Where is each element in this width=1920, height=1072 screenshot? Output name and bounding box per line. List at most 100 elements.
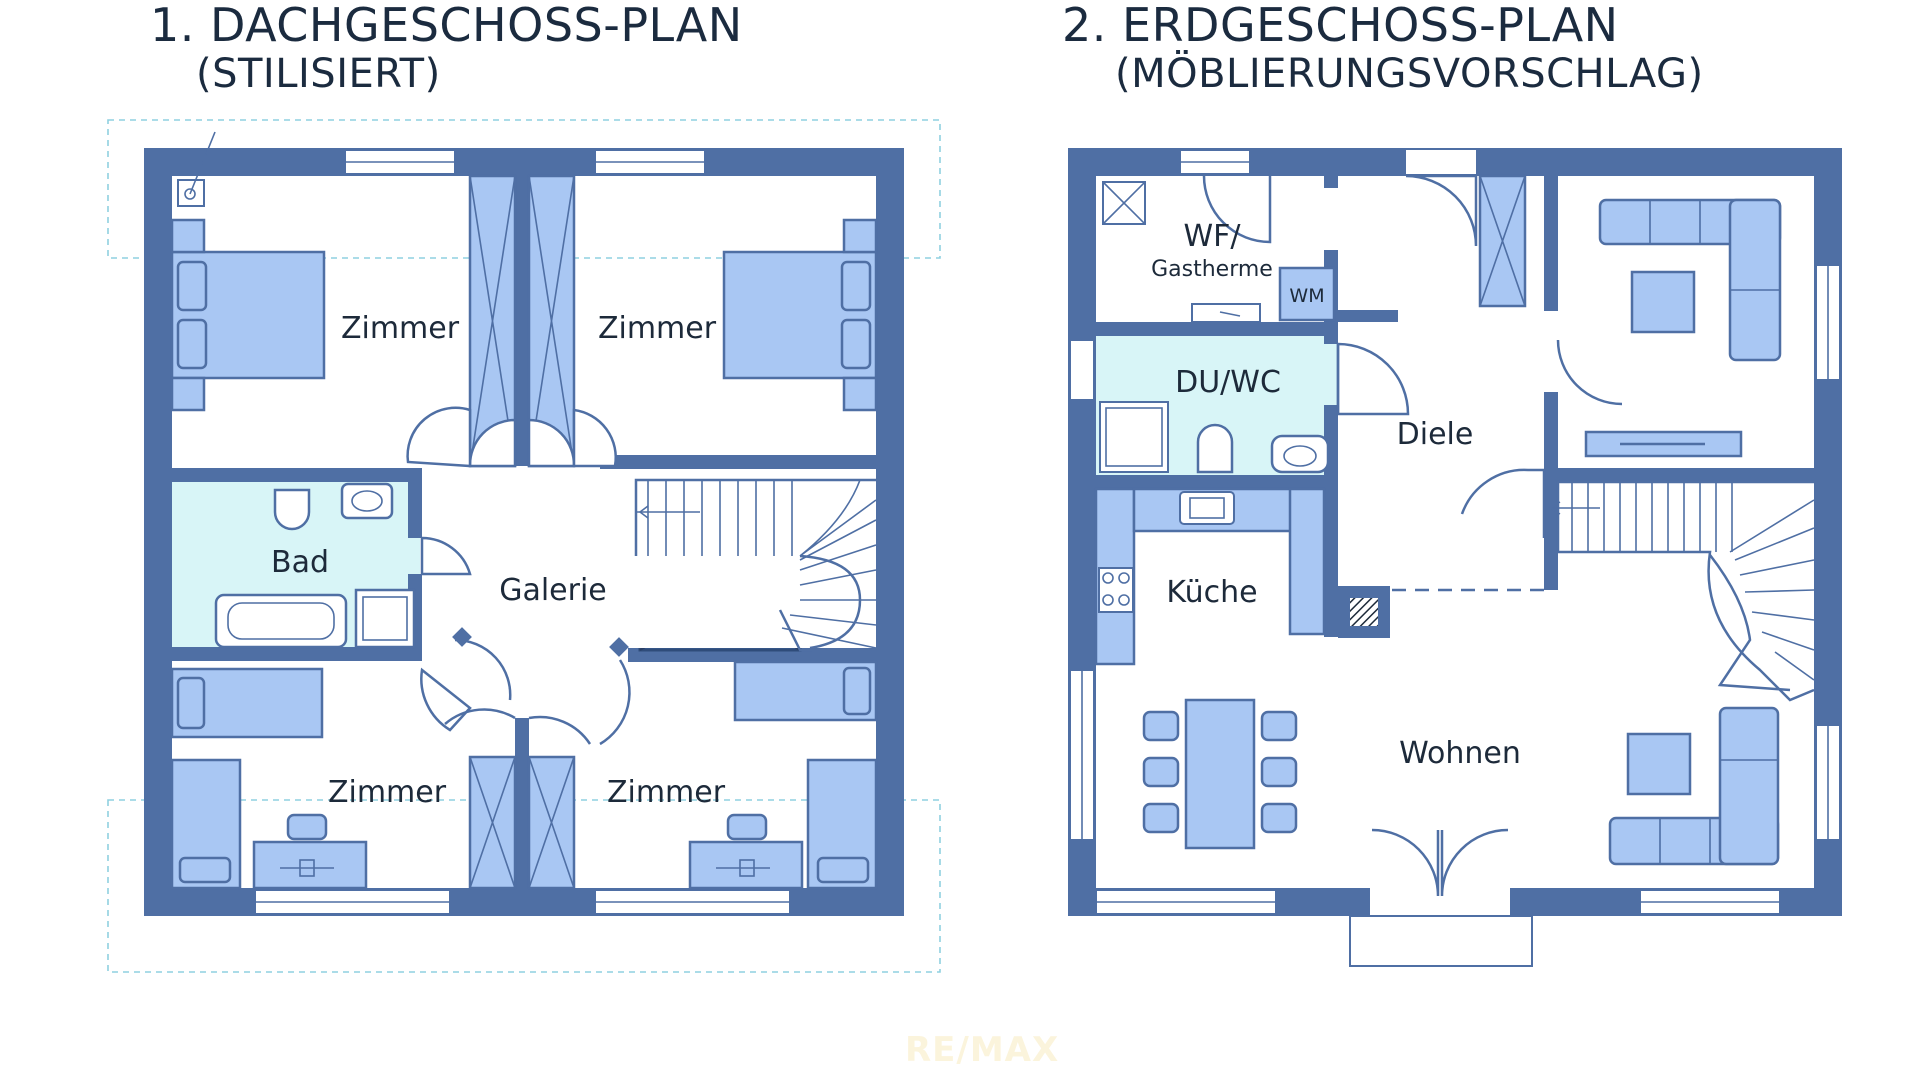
pillow — [176, 318, 208, 370]
staircase — [1548, 480, 1815, 702]
wall — [144, 148, 904, 176]
plan2-title: 2. ERDGESCHOSS-PLAN — [1062, 0, 1619, 52]
nightstand — [170, 218, 206, 254]
burner — [1102, 594, 1114, 606]
coffee-table — [1630, 270, 1696, 334]
sofa-seams — [1649, 200, 1780, 291]
wall-corner — [609, 637, 629, 657]
wall — [1544, 468, 1814, 482]
wall — [600, 455, 876, 469]
wardrobe-cross — [469, 756, 516, 889]
room-label-zimmer: Zimmer — [341, 311, 460, 346]
pillow — [842, 666, 872, 716]
wall — [515, 718, 529, 888]
door-swing — [1336, 342, 1410, 416]
nightstand — [842, 218, 878, 254]
wall — [408, 468, 422, 538]
watermark-logo: RE/MAX — [905, 1030, 1060, 1070]
pillow — [816, 856, 870, 884]
room-label-wohnen: Wohnen — [1399, 736, 1521, 771]
room-label-bad: Bad — [271, 545, 329, 580]
toilet — [1196, 423, 1234, 474]
room-label-gastherme: Gastherme — [1151, 257, 1273, 282]
wall — [1096, 475, 1338, 489]
wall — [1324, 176, 1338, 188]
chair — [1260, 802, 1298, 834]
terrace-door-gap — [1370, 830, 1510, 916]
wall-corner — [452, 627, 472, 647]
nightstand — [842, 376, 878, 412]
galerie-railing — [454, 638, 512, 701]
chair — [1142, 710, 1180, 742]
door-swing — [599, 659, 631, 746]
burner — [1102, 572, 1114, 584]
entry-gap — [1406, 150, 1476, 174]
wardrobe-cross — [528, 175, 575, 467]
wall — [515, 176, 529, 466]
sofa — [1718, 706, 1780, 866]
pointer-line — [189, 131, 216, 195]
door-swing — [420, 536, 472, 576]
wall — [1544, 392, 1558, 482]
chair — [726, 813, 768, 841]
nightstand — [170, 376, 206, 412]
room-label-kueche: Küche — [1166, 575, 1257, 610]
pillow — [176, 260, 208, 312]
wall — [1096, 322, 1338, 336]
terrace-door — [1371, 828, 1440, 897]
plan2-floorplan: WM WF/ Gastherme DU/WC Diele — [1068, 148, 1842, 967]
door-swing — [420, 667, 472, 732]
staircase — [634, 469, 877, 652]
room-label-diele: Diele — [1397, 417, 1474, 452]
kitchen-sink-basin — [1189, 497, 1225, 519]
door-swing — [1202, 175, 1272, 244]
shower-tray — [354, 588, 416, 649]
kitchen-sink — [1179, 491, 1235, 525]
wall — [1544, 176, 1558, 311]
bathtub-inner — [227, 602, 335, 640]
chimney — [1350, 598, 1378, 626]
chimney-flue — [184, 188, 196, 200]
door-swing — [1556, 339, 1623, 406]
entry-door — [1405, 174, 1478, 247]
terrace-step — [1349, 915, 1533, 967]
toilet — [273, 488, 311, 531]
shower-drain-cross — [1102, 181, 1146, 225]
wall — [172, 647, 422, 661]
door-swing — [528, 715, 592, 745]
burner — [1118, 594, 1130, 606]
chair — [286, 813, 328, 841]
washing-machine — [1278, 266, 1336, 322]
plan1-floorplan: Zimmer Zimmer Bad Galerie Zimmer Zimmer — [107, 119, 941, 973]
terrace-door — [1440, 828, 1509, 897]
sink-basin — [351, 490, 383, 512]
faucet — [1219, 311, 1241, 317]
sink — [1270, 434, 1330, 474]
wardrobe-cross — [469, 175, 516, 467]
sofa — [1728, 198, 1782, 362]
window — [1069, 339, 1095, 401]
sink — [340, 482, 394, 520]
pillow — [176, 676, 206, 730]
wardrobe-cross — [1479, 175, 1526, 307]
shower-inner — [1105, 407, 1163, 467]
room-label-zimmer: Zimmer — [598, 311, 717, 346]
desk — [252, 840, 368, 890]
door-swing — [406, 406, 472, 468]
room-label-duwc: DU/WC — [1175, 365, 1281, 400]
shower-inner — [362, 596, 408, 641]
wardrobe-cross — [528, 756, 575, 889]
wall — [1324, 487, 1338, 637]
pillow — [840, 318, 872, 370]
pillow — [840, 260, 872, 312]
wall — [876, 148, 904, 916]
chair — [1260, 756, 1298, 788]
burner — [1118, 572, 1130, 584]
sofa-seams — [1659, 759, 1778, 864]
door-swing — [572, 408, 617, 468]
wall — [1544, 482, 1558, 590]
dining-table — [1184, 698, 1256, 850]
plan1-subtitle: (STILISIERT) — [196, 51, 441, 97]
coffee-table — [1626, 732, 1692, 796]
